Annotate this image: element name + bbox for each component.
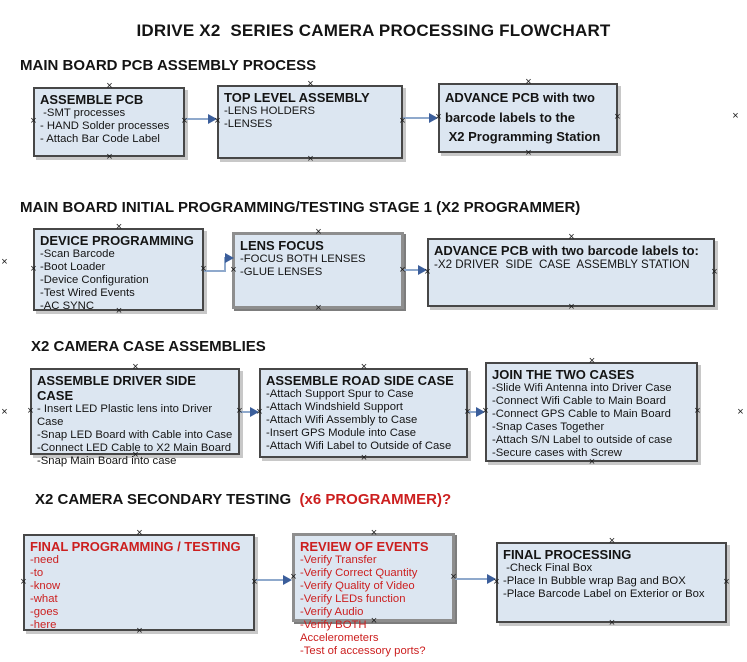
box-title: ADVANCE PCB with two barcode labels to t…: [445, 90, 601, 144]
step-item: -SMT processes: [40, 107, 126, 119]
step-item: -Check Final Box: [503, 562, 593, 574]
box-device-programming: DEVICE PROGRAMMING -Scan Barcode -Boot L…: [33, 228, 204, 312]
step-item: -AC SYNC: [40, 300, 94, 312]
box-lens-focus: LENS FOCUS -FOCUS BOTH LENSES -GLUE LENS…: [232, 232, 404, 309]
flow-arrow: [240, 407, 259, 417]
step-item: -Attach Windshield Support: [266, 401, 403, 413]
box-advance-pcb-driver-side: ADVANCE PCB with two barcode labels to: …: [427, 238, 715, 307]
step-item: -Verify Transfer: [300, 554, 377, 566]
step-item: -Test of accessory ports?: [300, 645, 426, 657]
box-content: JOIN THE TWO CASES -Slide Wifi Antenna i…: [487, 364, 696, 460]
step-item: -Verify BOTH Accelerometers: [300, 619, 379, 644]
section-header-black-part: X2 CAMERA SECONDARY TESTING: [35, 491, 300, 508]
step-item: -need: [30, 554, 59, 566]
step-item: -to: [30, 567, 44, 579]
step-item: - HAND Solder processes: [40, 120, 170, 132]
box-content: FINAL PROCESSING -Check Final Box -Place…: [498, 544, 725, 621]
step-item: -LENSES: [224, 118, 273, 130]
step-item: -Secure cases with Screw: [492, 447, 622, 459]
step-item: -Attach S/N Label to outside of case: [492, 434, 673, 446]
box-title: FINAL PROCESSING: [503, 547, 632, 562]
connection-handle-icon: [736, 408, 745, 417]
box-title: JOIN THE TWO CASES: [492, 367, 635, 382]
box-title: ASSEMBLE DRIVER SIDE CASE: [37, 373, 200, 403]
step-item: -Attach Wifi Label to Outside of Case: [266, 440, 452, 452]
step-item: -Verify Quality of Video: [300, 580, 415, 592]
box-join-the-two-cases: JOIN THE TWO CASES -Slide Wifi Antenna i…: [485, 362, 698, 462]
box-advance-pcb-programming-station: ADVANCE PCB with two barcode labels to t…: [438, 83, 618, 153]
flow-arrow: [468, 407, 485, 417]
section-header-case-assemblies: X2 CAMERA CASE ASSEMBLIES: [31, 338, 266, 355]
step-item: -Test Wired Events: [40, 287, 135, 299]
step-item: - Attach Bar Code Label: [40, 133, 160, 145]
box-title: ADVANCE PCB with two barcode labels to:: [434, 243, 699, 258]
box-title: ASSEMBLE PCB: [40, 92, 144, 107]
flow-arrow: [185, 114, 217, 124]
step-item: -Snap Cases Together: [492, 421, 605, 433]
section-header-red-part: (x6 PROGRAMMER)?: [299, 491, 452, 508]
box-assemble-road-side-case: ASSEMBLE ROAD SIDE CASE -Attach Support …: [259, 368, 468, 458]
step-item: -Snap Main Board into case: [37, 455, 177, 467]
box-content: ASSEMBLE DRIVER SIDE CASE - Insert LED P…: [32, 370, 238, 467]
box-final-programming-testing: FINAL PROGRAMMING / TESTING -need -to -k…: [23, 534, 255, 631]
box-content: TOP LEVEL ASSEMBLY -LENS HOLDERS -LENSES: [219, 87, 401, 157]
step-item: -Verify LEDs function: [300, 593, 406, 605]
step-item: -Connect LED Cable to X2 Main Board: [37, 442, 232, 454]
connection-handle-icon: [0, 258, 9, 267]
box-content: ADVANCE PCB with two barcode labels to t…: [440, 85, 616, 151]
section-header-pcb-assembly: MAIN BOARD PCB ASSEMBLY PROCESS: [20, 57, 317, 74]
flow-arrow: [455, 574, 496, 584]
box-title: FINAL PROGRAMMING / TESTING: [30, 539, 241, 554]
step-item: -Scan Barcode: [40, 248, 115, 260]
section-header-secondary-testing: X2 CAMERA SECONDARY TESTING (x6 PROGRAMM…: [35, 491, 451, 508]
step-item: -GLUE LENSES: [240, 266, 323, 278]
step-item: -Place In Bubble wrap Bag and BOX: [503, 575, 686, 587]
box-review-of-events: REVIEW OF EVENTS -Verify Transfer -Verif…: [292, 533, 455, 657]
step-item: -Connect Wifi Cable to Main Board: [492, 395, 666, 407]
box-content: ADVANCE PCB with two barcode labels to: …: [429, 240, 713, 305]
box-title: ASSEMBLE ROAD SIDE CASE: [266, 373, 454, 388]
box-final-processing: FINAL PROCESSING -Check Final Box -Place…: [496, 542, 727, 623]
step-item: -Place Barcode Label on Exterior or Box: [503, 588, 705, 600]
box-assemble-pcb: ASSEMBLE PCB -SMT processes - HAND Solde…: [33, 87, 185, 157]
step-item: -goes: [30, 606, 59, 618]
box-title: DEVICE PROGRAMMING: [40, 233, 194, 248]
step-item: -LENS HOLDERS: [224, 105, 316, 117]
flow-arrow: [404, 265, 427, 275]
box-title: LENS FOCUS: [240, 238, 324, 253]
step-item: -Verify Correct Quantity: [300, 567, 418, 579]
connection-handle-icon: [0, 408, 9, 417]
step-item: -Insert GPS Module into Case: [266, 427, 417, 439]
box-assemble-driver-side-case: ASSEMBLE DRIVER SIDE CASE - Insert LED P…: [30, 368, 240, 467]
page-title: IDRIVE X2 SERIES CAMERA PROCESSING FLOWC…: [136, 21, 611, 40]
connection-handle-icon: [731, 112, 740, 121]
step-item: -Snap LED Board with Cable into Case: [37, 429, 233, 441]
step-item: -know: [30, 580, 61, 592]
step-item: -Device Configuration: [40, 274, 149, 286]
box-title: REVIEW OF EVENTS: [300, 539, 429, 554]
step-item: -Connect GPS Cable to Main Board: [492, 408, 671, 420]
step-item: - Insert LED Plastic lens into Driver Ca…: [37, 403, 216, 428]
step-item: -Slide Wifi Antenna into Driver Case: [492, 382, 672, 394]
flow-arrow: [255, 575, 292, 585]
box-title: TOP LEVEL ASSEMBLY: [224, 90, 370, 105]
step-item: -Verify Audio: [300, 606, 364, 618]
step-item: -FOCUS BOTH LENSES: [240, 253, 366, 265]
step-item: -Attach Support Spur to Case: [266, 388, 414, 400]
box-content: LENS FOCUS -FOCUS BOTH LENSES -GLUE LENS…: [235, 235, 401, 306]
box-content: ASSEMBLE PCB -SMT processes - HAND Solde…: [35, 89, 183, 155]
box-content: REVIEW OF EVENTS -Verify Transfer -Verif…: [295, 536, 452, 657]
box-top-level-assembly: TOP LEVEL ASSEMBLY -LENS HOLDERS -LENSES: [217, 85, 403, 159]
box-content: FINAL PROGRAMMING / TESTING -need -to -k…: [25, 536, 253, 631]
step-item: -here: [30, 619, 57, 631]
flow-arrow: [403, 113, 438, 123]
step-item: -what: [30, 593, 58, 605]
step-item: -Boot Loader: [40, 261, 106, 273]
step-item: -Attach Wifi Assembly to Case: [266, 414, 418, 426]
flow-arrow-elbow: [204, 253, 234, 272]
box-content: ASSEMBLE ROAD SIDE CASE -Attach Support …: [261, 370, 466, 456]
box-content: DEVICE PROGRAMMING -Scan Barcode -Boot L…: [35, 230, 202, 312]
section-header-initial-programming: MAIN BOARD INITIAL PROGRAMMING/TESTING S…: [20, 199, 581, 216]
step-item: -X2 DRIVER SIDE CASE ASSEMBLY STATION: [434, 258, 690, 271]
